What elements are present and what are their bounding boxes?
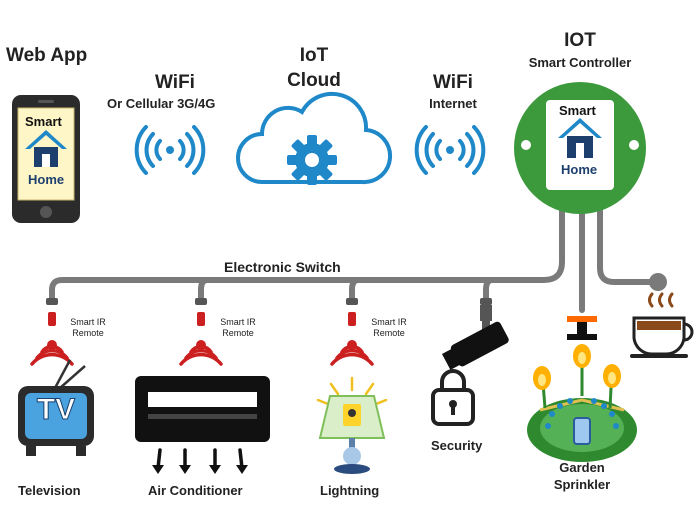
wifi-right-title: WiFi <box>433 72 473 93</box>
security-camera-icon <box>441 305 509 370</box>
air-conditioner-label: Air Conditioner <box>148 483 243 498</box>
web-app-title: Web App <box>6 45 88 66</box>
garden-label-line2: Sprinkler <box>553 477 611 492</box>
television-label: Television <box>18 483 81 498</box>
controller-screen-text-smart: Smart <box>559 103 596 118</box>
smartphone-icon <box>12 95 80 223</box>
wifi-right-icon <box>414 125 486 175</box>
smart-controller-icon <box>514 82 646 214</box>
air-conditioner-icon <box>135 376 270 474</box>
wifi-left-subtitle: Or Cellular 3G/4G <box>107 96 216 111</box>
cloud-title-line1: IoT <box>299 45 329 66</box>
cloud-gear-icon <box>236 91 392 185</box>
ir-emitter-ac-icon <box>179 312 223 366</box>
wifi-left-title: WiFi <box>155 72 195 93</box>
electronic-switch-label: Electronic Switch <box>224 259 341 275</box>
cloud-title-line2: Cloud <box>287 70 341 91</box>
padlock-icon <box>431 369 475 426</box>
television-icon <box>18 359 94 456</box>
lamp-icon <box>316 376 388 474</box>
flower-icons <box>533 344 621 409</box>
garden-sprinkler-icon <box>527 316 637 462</box>
garden-label-line1: Garden <box>559 460 605 475</box>
wifi-right-subtitle: Internet <box>429 96 477 111</box>
controller-title: IOT <box>564 30 596 51</box>
tv-screen-text: TV <box>36 393 76 427</box>
wifi-left-icon <box>134 125 206 175</box>
security-label: Security <box>431 438 483 453</box>
wire-network <box>49 202 653 313</box>
lightning-label: Lightning <box>320 483 380 498</box>
controller-subtitle: Smart Controller <box>528 55 632 70</box>
ir-emitter-light-icon <box>330 312 374 366</box>
coffee-connector-icon <box>649 273 667 291</box>
phone-screen-text-smart: Smart <box>25 114 62 129</box>
phone-screen-text-home: Home <box>28 172 65 187</box>
coffee-cup-icon <box>630 292 694 358</box>
controller-screen-text-home: Home <box>561 162 598 177</box>
